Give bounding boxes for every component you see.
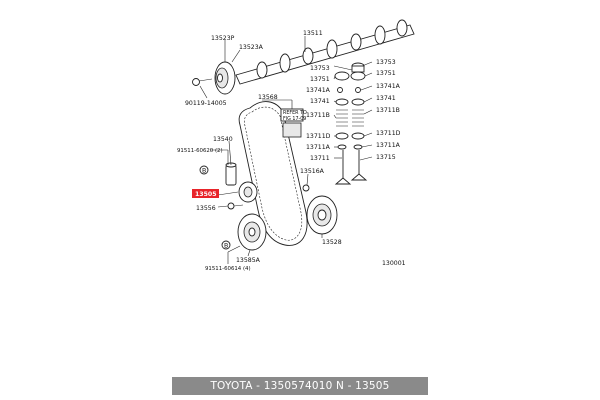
camshaft xyxy=(235,19,415,85)
valve-train xyxy=(334,62,368,185)
part-number-caption: TOYOTA - 1350574010 N - 13505 xyxy=(172,377,428,395)
label-91511-60614: 91511-60614 (4) xyxy=(205,266,251,272)
label-13753-left: 13753 xyxy=(310,65,330,72)
label-13505: 13505 xyxy=(195,191,217,198)
label-13741-left: 13741 xyxy=(310,98,330,105)
label-13711B-left: 13711B xyxy=(306,112,330,119)
label-130001: 130001 xyxy=(382,260,406,267)
leader-lines xyxy=(199,36,373,264)
label-13741A: 13741A xyxy=(376,83,401,90)
part-labels: 13523P 13523A 13511 90119-14005 13568 RE… xyxy=(177,30,406,272)
label-13715: 13715 xyxy=(376,154,396,161)
crank-timing-pulley xyxy=(302,184,338,235)
label-13523P: 13523P xyxy=(211,35,235,42)
label-fig: FIG 17-09 xyxy=(283,116,306,122)
timing-belt xyxy=(238,101,308,246)
label-13711A: 13711A xyxy=(376,142,401,149)
b-marker-label: B xyxy=(202,168,206,175)
label-13741A-left: 13741A xyxy=(306,87,331,94)
label-13711D-left: 13711D xyxy=(306,133,331,140)
b-markers: B B xyxy=(199,165,231,250)
label-13528: 13528 xyxy=(322,239,342,246)
label-13516A: 13516A xyxy=(300,168,325,175)
label-refer-to: REFER TO xyxy=(283,110,307,116)
label-91511-60620: 91511-60620 (2) xyxy=(177,148,223,154)
label-13711D: 13711D xyxy=(376,130,401,137)
label-13753: 13753 xyxy=(376,59,396,66)
label-13711: 13711 xyxy=(310,155,330,162)
label-90119-14005: 90119-14005 xyxy=(185,100,227,107)
parts-diagram: B B 13523P 13523A 13511 90119-14005 1356… xyxy=(177,19,415,272)
refer-box xyxy=(280,108,304,138)
b-marker-label: B xyxy=(224,243,228,250)
label-13540: 13540 xyxy=(213,136,233,143)
label-13585A: 13585A xyxy=(236,257,261,264)
label-13523A: 13523A xyxy=(239,44,264,51)
crankshaft-pulley xyxy=(237,213,267,251)
highlight-13505 xyxy=(192,189,219,198)
label-13711B: 13711B xyxy=(376,107,400,114)
label-13556: 13556 xyxy=(196,205,216,212)
label-13711A-left: 13711A xyxy=(306,144,331,151)
camshaft-pulley xyxy=(192,61,236,95)
label-13741: 13741 xyxy=(376,95,396,102)
label-13568: 13568 xyxy=(258,94,278,101)
label-13751: 13751 xyxy=(376,70,396,77)
label-13751-left: 13751 xyxy=(310,76,330,83)
label-13511: 13511 xyxy=(303,30,323,37)
